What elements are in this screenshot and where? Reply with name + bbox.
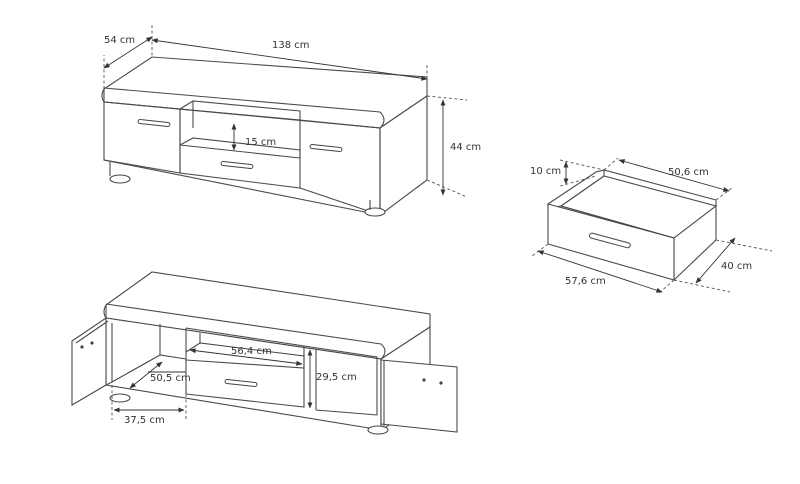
left-door-handle: [137, 119, 171, 127]
drawer-handle: [220, 161, 254, 169]
compartment-height-label: 29,5 cm: [316, 372, 357, 383]
right-door: [299, 119, 381, 216]
door-hinge-dot: [80, 345, 84, 349]
open-tv-cabinet: [71, 271, 458, 435]
door-hinge-dot: [439, 381, 443, 385]
drawer-depth-label: 40 cm: [721, 261, 752, 272]
drawer-height-label: 10 cm: [530, 166, 561, 177]
cabinet-depth-label: 37,5 cm: [124, 415, 165, 426]
depth-dimension-line: [103, 36, 153, 69]
shelf-width-dimension-line: [189, 348, 303, 366]
drawer-front-handle: [589, 232, 631, 249]
cabinet-foot: [364, 207, 386, 217]
right-door-handle: [309, 144, 343, 152]
height-label: 44 cm: [450, 142, 481, 153]
right-open-door: [380, 359, 458, 433]
drawer-detail: [547, 169, 718, 282]
shelf-width-label: 56,4 cm: [231, 346, 272, 357]
shelf-height-label: 15 cm: [245, 137, 276, 148]
drawer-outer-width-label: 57,6 cm: [565, 276, 606, 287]
drawer-inner-width-label: 50,6 cm: [668, 167, 709, 178]
left-open-door: [71, 316, 107, 406]
open-cabinet-foot: [109, 393, 131, 403]
compartment-width-dimension-line: [129, 361, 163, 389]
open-cabinet-foot: [367, 425, 389, 435]
cabinet-foot: [109, 174, 131, 184]
open-cabinet-dimensions: 56,4 cm 29,5 cm 50,5 cm 37,5 cm: [111, 346, 357, 426]
closed-cabinet-dimensions: 138 cm 54 cm 44 cm 15 cm: [103, 25, 481, 198]
drawer-inner-width-dimension-line: [618, 159, 730, 192]
drawer-dimensions: 10 cm 50,6 cm 40 cm 57,6 cm: [530, 157, 773, 295]
door-hinge-dot: [422, 378, 426, 382]
width-dimension-line: [151, 38, 428, 81]
depth-label: 54 cm: [104, 35, 135, 46]
width-label: 138 cm: [272, 40, 310, 51]
drawer-depth-dimension-line: [695, 237, 736, 284]
open-drawer-handle: [224, 379, 258, 387]
door-hinge-dot: [90, 341, 94, 345]
drawer-outer-width-dimension-line: [537, 250, 663, 293]
compartment-width-label: 50,5 cm: [150, 373, 191, 384]
